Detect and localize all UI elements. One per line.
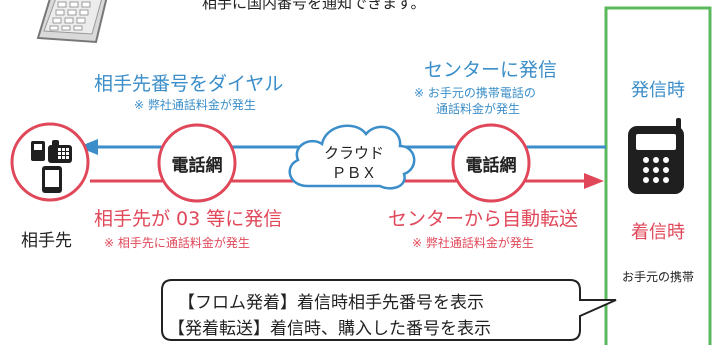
desk-phone-icon bbox=[36, 0, 108, 44]
mobile-phone-icon bbox=[628, 118, 684, 194]
incoming-right-title: センターから自動転送 bbox=[388, 208, 579, 230]
partner-label: 相手先 bbox=[21, 231, 72, 251]
panel-out-label: 発信時 bbox=[631, 80, 685, 101]
partner-phones-icon bbox=[31, 140, 72, 193]
outgoing-right-title: センターに発信 bbox=[424, 59, 558, 81]
network-circle-left bbox=[157, 123, 237, 203]
network-label-left: 電話網 bbox=[171, 156, 223, 176]
cloud-label-1: クラウド bbox=[323, 144, 384, 162]
panel-device-label: お手元の携帯 bbox=[621, 270, 694, 284]
panel-in-label: 着信時 bbox=[631, 222, 685, 243]
incoming-left-note: ※ 相手先に通話料金が発生 bbox=[104, 236, 250, 250]
network-circle-right bbox=[451, 123, 531, 203]
outgoing-right-note-1: ※ お手元の携帯電話の bbox=[414, 86, 536, 100]
outgoing-left-note: ※ 弊社通話料金が発生 bbox=[134, 98, 256, 112]
callout-line-2: 【発着転送】着信時、購入した番号を表示 bbox=[168, 319, 491, 339]
incoming-right-note: ※ 弊社通話料金が発生 bbox=[412, 236, 534, 250]
callout-line-1: 【フロム発着】着信時相手先番号を表示 bbox=[178, 293, 484, 313]
outgoing-right-note-2: 通話料金が発生 bbox=[436, 102, 521, 116]
outgoing-left-title: 相手先番号をダイヤル bbox=[94, 73, 284, 95]
incoming-left-title: 相手先が 03 等に発信 bbox=[94, 208, 283, 230]
network-label-right: 電話網 bbox=[465, 156, 517, 176]
cloud-pbx-shape bbox=[288, 124, 416, 190]
outgoing-arrow-head bbox=[78, 139, 98, 155]
cloud-label-2: ＰＢＸ bbox=[331, 164, 377, 182]
callout-bubble bbox=[161, 279, 617, 341]
incoming-arrow-head bbox=[584, 173, 604, 189]
top-caption: 相手に国内番号を通知できます。 bbox=[202, 0, 426, 12]
